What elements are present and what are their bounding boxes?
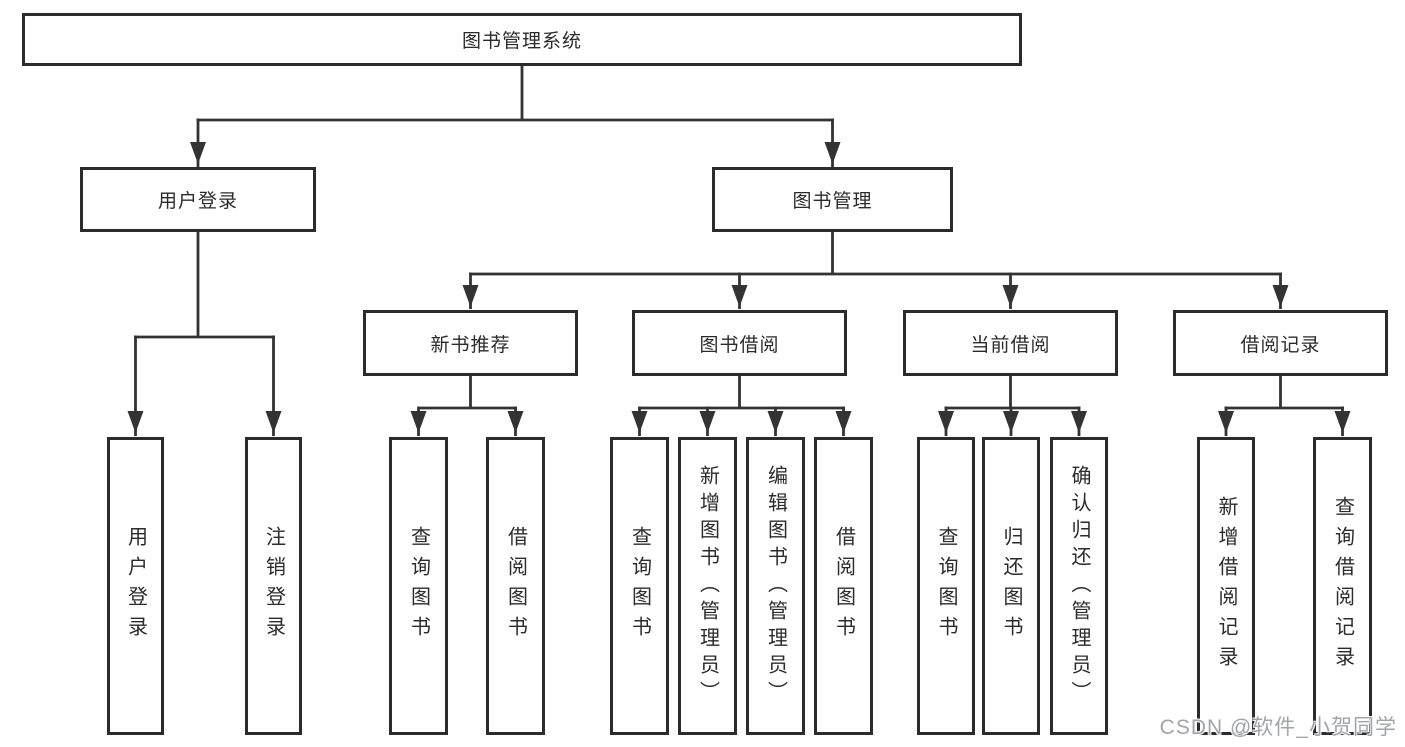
node-label: 确认归还（管理员） [1068,464,1090,708]
leaf-current-confirm-return-admin: 确认归还（管理员） [1050,437,1108,735]
node-label: 新增图书（管理员） [696,464,719,708]
leaf-newbook-query-books: 查询图书 [389,437,448,735]
node-label: 借阅记录 [1240,334,1321,356]
node-label: 新书推荐 [430,334,511,356]
node-label: 用户登录 [157,191,238,212]
node-label: 用户登录 [124,526,147,646]
node-label: 注销登录 [262,526,285,646]
node-label: 查询图书 [628,526,651,646]
node-label: 图书管理系统 [461,31,582,52]
leaf-borrow-add-books-admin: 新增图书（管理员） [678,437,737,735]
node-user-login: 用户登录 [80,167,316,232]
node-new-book-recommend: 新书推荐 [363,310,578,376]
leaf-newbook-borrow-books: 借阅图书 [486,437,545,735]
node-label: 编辑图书（管理员） [764,464,787,708]
node-book-management: 图书管理 [712,167,953,232]
node-current-borrow: 当前借阅 [903,310,1118,376]
node-label: 借阅图书 [504,526,527,646]
node-label: 查询图书 [407,526,430,646]
leaf-borrow-edit-books-admin: 编辑图书（管理员） [746,437,805,735]
node-label: 查询图书 [935,526,957,646]
leaf-record-add-borrow-record: 新增借阅记录 [1197,437,1255,735]
leaf-borrow-borrow-books: 借阅图书 [814,437,873,735]
node-root: 图书管理系统 [22,13,1022,66]
node-book-borrow: 图书借阅 [632,310,847,376]
watermark: CSDN @软件_小贺同学 [1159,716,1397,739]
node-label: 新增借阅记录 [1215,496,1237,676]
leaf-logout: 注销登录 [245,437,302,735]
node-label: 借阅图书 [832,526,855,646]
leaf-current-query-books: 查询图书 [917,437,975,735]
leaf-record-query-borrow-record: 查询借阅记录 [1313,437,1372,735]
leaf-current-return-books: 归还图书 [982,437,1040,735]
leaf-user-login: 用户登录 [107,437,164,735]
node-borrow-records: 借阅记录 [1173,310,1388,376]
node-label: 归还图书 [1000,526,1022,646]
node-label: 当前借阅 [970,334,1051,356]
node-label: 图书借阅 [699,334,780,356]
leaf-borrow-query-books: 查询图书 [610,437,669,735]
node-label: 查询借阅记录 [1331,496,1354,676]
node-label: 图书管理 [792,191,873,212]
